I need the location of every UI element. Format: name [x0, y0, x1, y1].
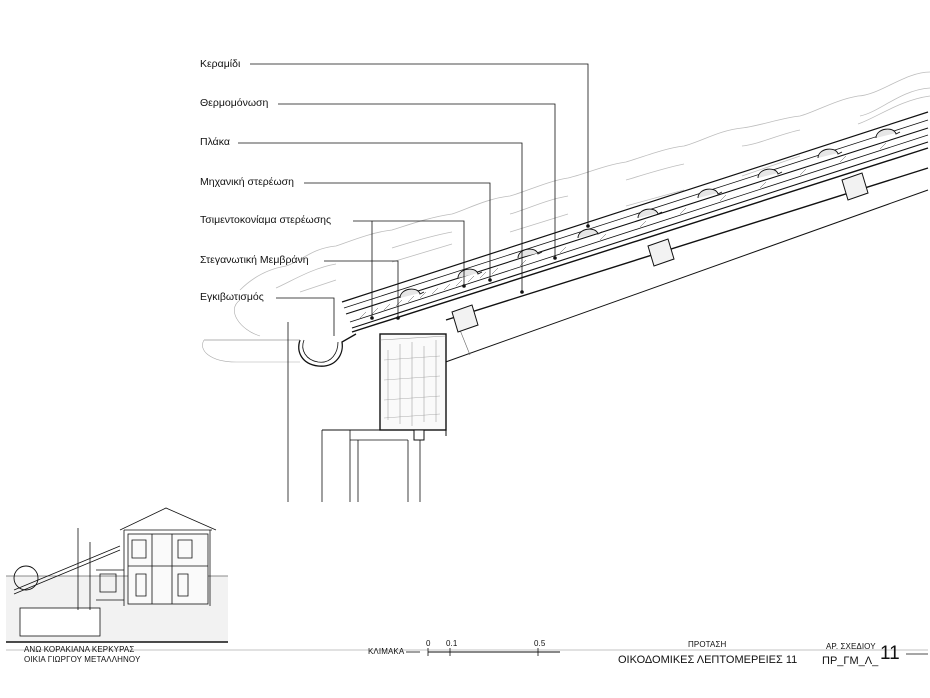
scale-tick-0: 0 [426, 639, 431, 648]
leader-lines [238, 63, 589, 336]
label-fixing-mortar: Τσιμεντοκονίαμα στερέωσης [200, 214, 332, 226]
titleblock-drawing-title: ΟΙΚΟΔΟΜΙΚΕΣ ΛΕΠΤΟΜΕΡΕΙΕΣ 11 [618, 654, 798, 666]
key-section-drawing [6, 507, 228, 643]
titleblock-drawing-no-label: ΑΡ. ΣΧΕΔΙΟΥ [826, 642, 876, 651]
titleblock-client: ΟΙΚΙΑ ΓΙΩΡΓΟΥ ΜΕΤΑΛΛΗΝΟΥ [24, 655, 141, 664]
label-waterproofing-membrane: Στεγανωτική Μεμβράνη [200, 254, 309, 266]
layer-hatching [359, 142, 887, 319]
titleblock-drawing-code: ΠΡ_ΓΜ_Λ_ [822, 655, 879, 667]
label-mechanical-fixing: Μηχανική στερέωση [200, 176, 294, 188]
titleblock-stage: ΠΡΟΤΑΣΗ [688, 640, 727, 649]
titleblock-lines [6, 648, 928, 656]
tile-profiles [399, 128, 901, 299]
scale-tick-0-5: 0.5 [534, 639, 546, 648]
label-roof-tile: Κεραμίδι [200, 58, 241, 70]
label-thermal-insulation: Θερμομόνωση [200, 97, 269, 109]
roof-layers [341, 111, 929, 365]
titleblock-location: ΑΝΩ ΚΟΡΑΚΙΑΝΑ ΚΕΡΚΥΡΑΣ [24, 645, 135, 654]
leader-dots [370, 224, 590, 320]
gutter [202, 299, 357, 367]
label-slab: Πλάκα [200, 136, 230, 148]
wall-beam [321, 333, 447, 502]
scale-tick-0-1: 0.1 [446, 639, 458, 648]
titleblock-sheet-number: 11 [880, 643, 900, 664]
roof-tile-outlines [239, 71, 930, 293]
titleblock-scale-label: ΚΛΙΜΑΚΑ [368, 647, 405, 656]
label-encasement: Εγκιβωτισμός [200, 291, 264, 303]
support-blocks [451, 172, 869, 333]
